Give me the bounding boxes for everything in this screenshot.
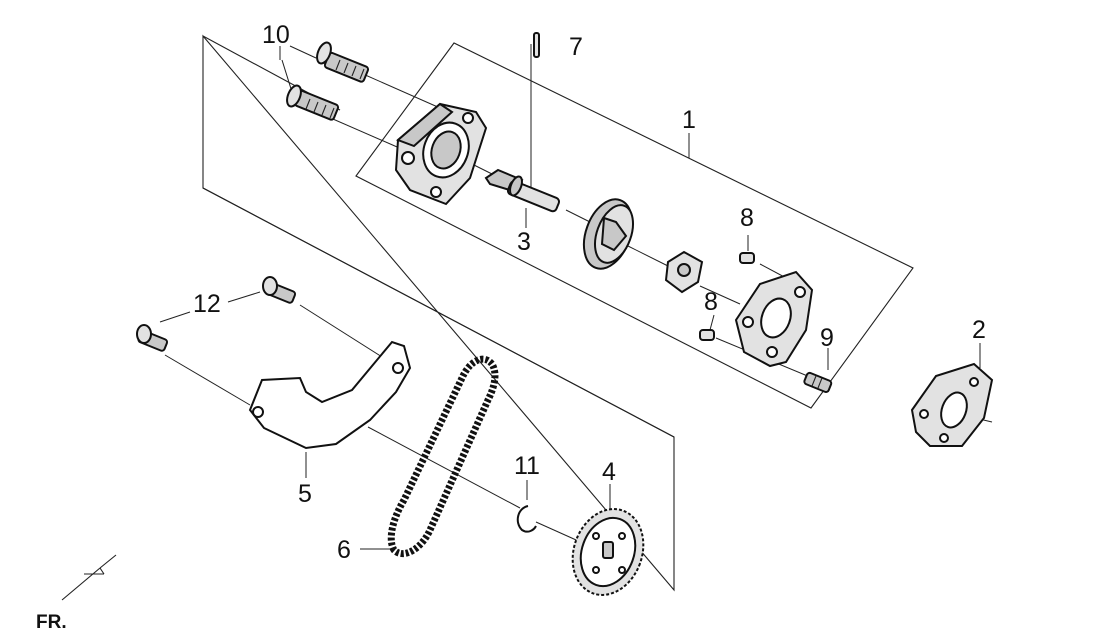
bolt-upper: [316, 41, 370, 83]
front-direction-arrow: [61, 554, 117, 601]
oil-pump-body: [394, 102, 488, 206]
guide-bolt-upper: [262, 276, 297, 304]
callout-5: 5: [298, 480, 312, 508]
callout-3: 3: [517, 228, 531, 256]
inner-rotor: [664, 250, 704, 294]
guide-bolt-lower: [136, 324, 169, 352]
callout-1: 1: [682, 106, 696, 134]
dowel-pin-lower: [699, 329, 715, 341]
callout-10: 10: [262, 21, 290, 49]
oil-pump-assembly-outline: [355, 42, 914, 409]
pin: [533, 32, 540, 58]
callout-11: 11: [514, 452, 540, 480]
callout-7: 7: [569, 33, 583, 61]
front-direction-label: FR.: [36, 612, 67, 633]
bolt-lower: [286, 84, 340, 121]
outer-rotor: [582, 198, 634, 270]
callout-12: 12: [193, 290, 221, 318]
callout-9: 9: [820, 324, 834, 352]
drive-sprocket: [571, 508, 645, 596]
circlip: [516, 505, 537, 533]
callout-4: 4: [602, 458, 616, 486]
pump-cover: [734, 270, 814, 368]
chain-guide-plate: [248, 340, 412, 450]
gasket: [910, 362, 994, 447]
dowel-pin-upper: [739, 252, 755, 264]
pump-shaft: [484, 168, 561, 213]
drive-chain: [387, 355, 499, 558]
callout-6: 6: [337, 536, 351, 564]
callout-2: 2: [972, 316, 986, 344]
callout-8-upper: 8: [740, 204, 754, 232]
callout-8-lower: 8: [704, 288, 718, 316]
cover-screw: [803, 371, 833, 393]
